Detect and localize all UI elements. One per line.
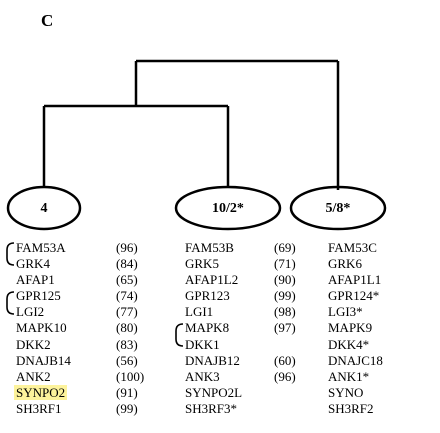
gene-score: (80): [116, 320, 138, 336]
gene-score: (60): [274, 352, 296, 368]
gene-score: (97): [274, 320, 296, 336]
gene-name: DNAJB12: [185, 352, 240, 368]
gene-name: SH3RF1: [16, 400, 62, 416]
gene-score: (74): [116, 288, 138, 304]
clade-node-4: [6, 185, 82, 231]
gene-name: AFAP1: [16, 272, 55, 288]
gene-score: (77): [116, 304, 138, 320]
gene-name: GPR125: [16, 288, 61, 304]
gene-name: LGI2: [16, 304, 45, 320]
gene-name: SYNPO2L: [185, 384, 243, 400]
gene-name-highlighted: SYNPO2: [14, 384, 71, 401]
gene-score: (96): [116, 240, 138, 255]
node-label-10-2: 10/2*: [212, 201, 244, 216]
gene-score: (98): [274, 304, 296, 320]
gene-score: (56): [116, 352, 138, 368]
gene-score: [274, 337, 296, 353]
gene-score: (65): [116, 272, 138, 288]
clade-node-10-2: [174, 185, 282, 231]
gene-name: GRK6: [328, 256, 362, 272]
gene-name: LGI3*: [328, 304, 363, 320]
gene-name: FAM53C: [328, 240, 377, 255]
gene-name: DNAJC18: [328, 352, 383, 368]
node-label-4: 4: [40, 201, 48, 216]
gene-name: GPR123: [185, 288, 230, 304]
bracket-mapk8-dkk1: [175, 323, 184, 347]
gene-column-1: FAM53A GRK4 AFAP1 GPR125 LGI2 MAPK10 DKK…: [14, 240, 71, 417]
clade-node-5-8: [289, 185, 387, 231]
gene-name: DKK1: [185, 336, 220, 352]
gene-name: MAPK10: [16, 320, 67, 336]
gene-name: AFAP1L1: [328, 272, 382, 288]
gene-score: [274, 401, 296, 417]
gene-column-2: FAM53B GRK5 AFAP1L2 GPR123 LGI1 MAPK8 DK…: [185, 240, 242, 417]
gene-name: SYNO: [328, 384, 364, 400]
gene-score: (90): [274, 272, 296, 288]
gene-name: GRK4: [16, 256, 50, 272]
gene-name: GPR124*: [328, 288, 380, 304]
gene-name: MAPK8: [185, 320, 230, 336]
gene-name: LGI1: [185, 304, 214, 320]
gene-name: AFAP1L2: [185, 272, 239, 288]
gene-name: FAM53B: [185, 240, 234, 255]
gene-score: (99): [116, 400, 138, 416]
bracket-fam53a-grk4: [6, 242, 15, 266]
gene-name: GRK5: [185, 256, 219, 272]
gene-score: (69): [274, 240, 296, 255]
gene-name: SH3RF2: [328, 400, 374, 416]
bracket-gpr125-lgi2: [6, 291, 15, 315]
highlighted-gene: SYNPO2: [14, 384, 68, 400]
gene-name: DKK4*: [328, 336, 370, 352]
gene-score: [274, 385, 296, 401]
gene-score: (84): [116, 256, 138, 272]
gene-score: (96): [274, 368, 296, 384]
gene-score: (83): [116, 336, 138, 352]
gene-name: DKK2: [16, 336, 51, 352]
gene-name: DNAJB14: [16, 352, 71, 368]
gene-name: ANK2: [16, 368, 51, 384]
gene-score: (91): [116, 384, 138, 400]
gene-score: (71): [274, 256, 296, 272]
gene-name: ANK3: [185, 368, 220, 384]
gene-name: FAM53A: [16, 240, 66, 255]
panel-label: C: [41, 11, 54, 30]
score-column-2: (69) (71) (90) (99) (98) (97) (60) (96): [274, 240, 296, 417]
gene-score: (100): [116, 368, 145, 384]
gene-score: (99): [274, 288, 296, 304]
score-column-1: (96) (84) (65) (74) (77) (80) (83) (56) …: [116, 240, 144, 417]
gene-column-3: FAM53C GRK6 AFAP1L1 GPR124* LGI3* MAPK9 …: [328, 240, 383, 417]
gene-name: MAPK9: [328, 320, 373, 336]
gene-name: SH3RF3*: [185, 400, 238, 416]
node-label-5-8: 5/8*: [325, 201, 351, 216]
gene-name: ANK1*: [328, 368, 370, 384]
